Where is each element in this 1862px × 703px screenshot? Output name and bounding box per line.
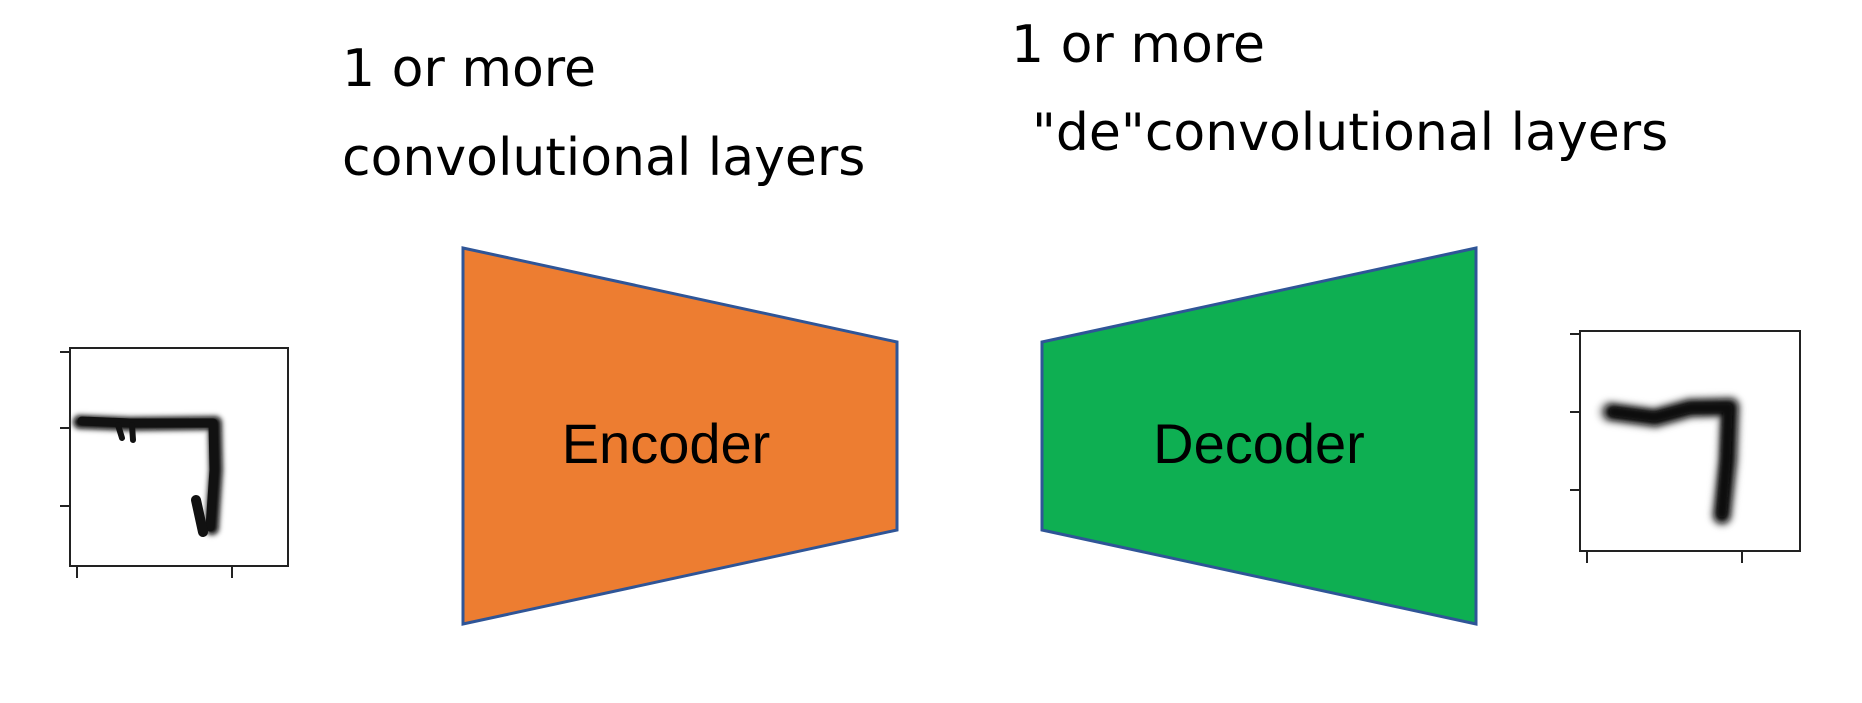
reconstructed-digit-seven-image xyxy=(1598,395,1742,527)
decoder-caption-line1: 1 or more xyxy=(1011,15,1265,75)
decoder-caption-line2: "de"convolutional layers xyxy=(1032,103,1668,163)
decoder-label: Decoder xyxy=(1153,412,1365,475)
encoder-caption-line2: convolutional layers xyxy=(342,128,865,188)
decoder-block: Decoder xyxy=(1040,246,1478,626)
output-digit-image xyxy=(1570,330,1801,563)
encoder-block: Encoder xyxy=(461,246,899,626)
decoder-shape xyxy=(1040,246,1478,626)
encoder-shape xyxy=(461,246,899,626)
encoder-caption-line1: 1 or more xyxy=(342,39,596,99)
input-digit-image xyxy=(60,347,289,578)
encoder-label: Encoder xyxy=(562,412,771,475)
input-image-frame xyxy=(69,347,289,567)
output-image-frame xyxy=(1579,330,1801,552)
digit-seven-image xyxy=(71,413,225,537)
